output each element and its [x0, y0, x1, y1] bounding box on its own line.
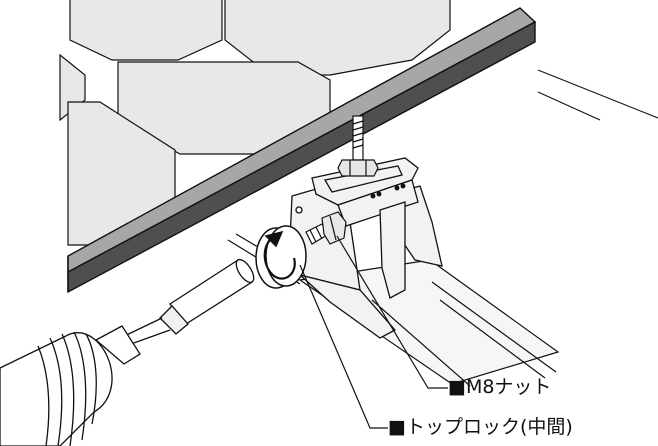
solar-panel [59, 0, 451, 246]
top-lock-clamp [289, 157, 443, 339]
label-top-lock: ■トップロック(中間) [388, 416, 573, 438]
clamp-body [299, 274, 397, 339]
side-nut [321, 211, 347, 245]
m8-nut [337, 159, 379, 177]
label-m8-nut: ■M8ナット [448, 376, 552, 398]
driver-bit [115, 258, 255, 349]
panel-cell [69, 0, 223, 61]
rotation-arrow-icon [255, 225, 307, 289]
leader-lines [299, 235, 448, 429]
panel-cell [224, 0, 451, 76]
m8-bolt [337, 115, 379, 177]
panel-frame [67, 7, 537, 294]
side-bolt [305, 211, 347, 245]
drill-body [0, 332, 113, 446]
drill-chuck [94, 325, 141, 365]
clamp-leg [379, 201, 406, 299]
rail-lines [537, 69, 658, 121]
leader-m8-nut [336, 235, 448, 389]
leader-top-lock [299, 264, 388, 429]
power-drill [0, 325, 141, 446]
